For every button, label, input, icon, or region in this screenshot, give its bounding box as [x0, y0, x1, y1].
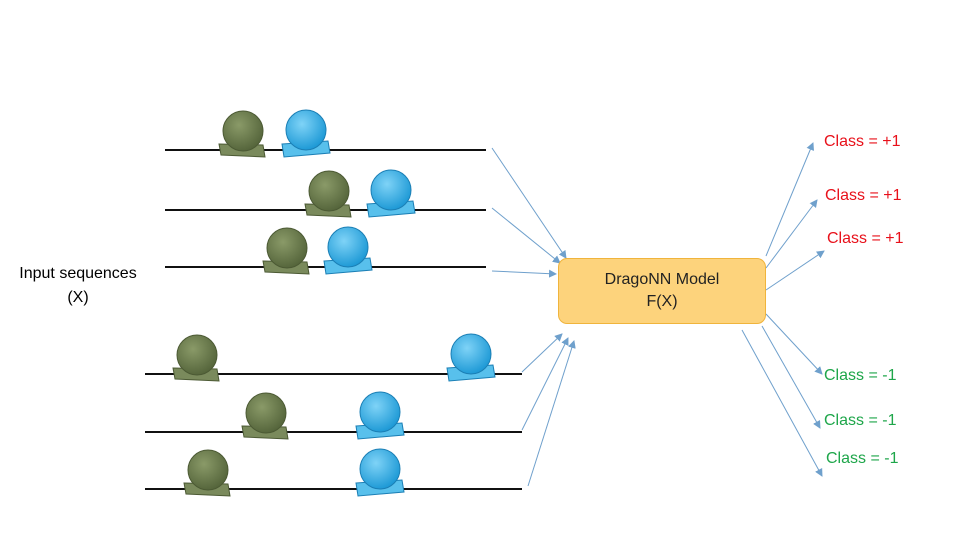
arrow-8: [765, 199, 818, 269]
sequence-4: [145, 333, 522, 382]
green-protein: [222, 110, 264, 152]
green-protein: [176, 334, 218, 376]
model-function: F(X): [646, 293, 678, 310]
sequence-1: [165, 109, 486, 158]
input-label-line1: Input sequences: [19, 265, 137, 282]
arrow-12: [741, 329, 823, 477]
arrow-1: [491, 147, 567, 259]
arrow-11: [761, 325, 821, 429]
green-protein: [187, 449, 229, 491]
blue-protein: [450, 333, 492, 375]
input-sequences: [145, 109, 522, 497]
sequence-6: [145, 448, 522, 497]
output-class-6: Class = -1: [826, 450, 899, 467]
output-class-3: Class = +1: [827, 230, 904, 247]
output-class-2: Class = +1: [825, 187, 902, 204]
model-title: DragoNN Model: [604, 271, 720, 288]
sequence-3: [165, 226, 486, 275]
arrow-3: [491, 269, 557, 278]
sequence-5: [145, 391, 522, 440]
dragonn-model-box: DragoNN Model F(X): [558, 258, 766, 324]
blue-protein: [327, 226, 369, 268]
green-protein: [266, 227, 308, 269]
arrow-10: [765, 313, 823, 375]
arrows: [491, 142, 825, 487]
arrow-5: [521, 337, 569, 431]
green-protein: [245, 392, 287, 434]
blue-protein: [285, 109, 327, 151]
output-class-4: Class = -1: [824, 367, 897, 384]
output-class-5: Class = -1: [824, 412, 897, 429]
blue-protein: [370, 169, 412, 211]
arrow-9: [765, 250, 825, 291]
arrow-2: [491, 207, 561, 264]
blue-protein: [359, 391, 401, 433]
blue-protein: [359, 448, 401, 490]
arrow-4: [521, 333, 563, 373]
arrow-6: [527, 340, 576, 487]
green-protein: [308, 170, 350, 212]
input-sequences-label: Input sequences (X): [0, 262, 156, 310]
output-class-1: Class = +1: [824, 133, 901, 150]
sequence-2: [165, 169, 486, 218]
input-label-line2: (X): [67, 289, 89, 306]
arrow-7: [765, 142, 815, 257]
